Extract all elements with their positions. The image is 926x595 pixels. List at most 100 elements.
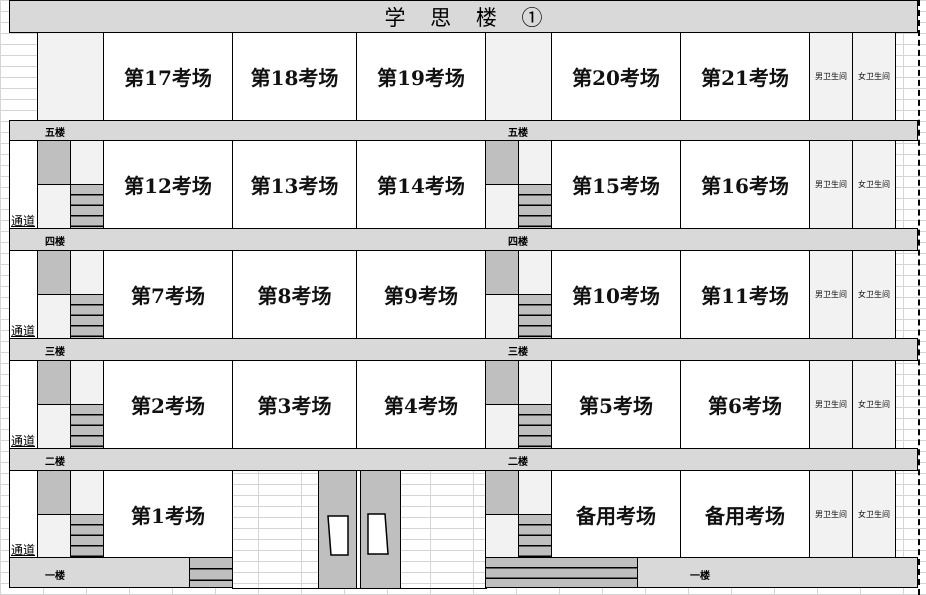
female-restroom: 女卫生间 — [852, 250, 896, 339]
stair-upper-right — [518, 140, 552, 185]
entrance-floor-line — [232, 588, 487, 589]
stair-lower-right — [485, 404, 519, 449]
stair-landing-right — [485, 140, 519, 185]
stair-landing-right — [485, 470, 519, 515]
male-restroom: 男卫生间 — [809, 32, 853, 121]
stair-lower-right — [485, 294, 519, 339]
spare-exam-room-2[interactable]: 备用考场 — [680, 470, 810, 558]
stair-upper — [70, 360, 104, 405]
male-restroom: 男卫生间 — [809, 140, 853, 229]
exam-room-15[interactable]: 第15考场 — [551, 140, 681, 229]
floor-label-4-right: 四楼 — [508, 237, 528, 248]
floor-label-1-left: 一楼 — [45, 571, 65, 582]
exam-room-21[interactable]: 第21考场 — [680, 32, 810, 121]
exam-room-13[interactable]: 第13考场 — [232, 140, 357, 229]
floor-label-5-left: 五楼 — [45, 128, 65, 139]
ground-floor-bar-left — [9, 557, 190, 588]
stair-landing — [37, 250, 71, 295]
stair-lower — [37, 514, 71, 558]
stair-landing — [37, 360, 71, 405]
passage-label: 通道 — [11, 543, 36, 557]
entrance-door-right[interactable] — [360, 470, 401, 589]
passage-label: 通道 — [11, 324, 36, 338]
stair-lower — [37, 294, 71, 339]
exam-room-11[interactable]: 第11考场 — [680, 250, 810, 339]
passage-label: 通道 — [11, 214, 36, 228]
male-restroom: 男卫生间 — [809, 470, 853, 558]
stair-upper-right — [518, 470, 552, 515]
stair-landing — [37, 470, 71, 515]
exam-room-5[interactable]: 第5考场 — [551, 360, 681, 449]
passage-cell — [9, 140, 38, 229]
female-restroom: 女卫生间 — [852, 360, 896, 449]
stair-landing-right — [485, 360, 519, 405]
door-window-icon — [367, 513, 389, 555]
exam-room-8[interactable]: 第8考场 — [232, 250, 357, 339]
entrance-left-wall — [232, 470, 233, 558]
floor-label-3-left: 三楼 — [45, 347, 65, 358]
stair-lower — [37, 184, 71, 229]
stair-upper-right — [518, 250, 552, 295]
passage-cell — [9, 360, 38, 449]
stair-landing-right — [485, 250, 519, 295]
passage-label: 通道 — [11, 434, 36, 448]
ground-floor-bar-right — [637, 557, 918, 588]
stairs-icon-right — [518, 294, 552, 339]
male-restroom: 男卫生间 — [809, 250, 853, 339]
floor-bar-2 — [9, 448, 918, 471]
stair-lower-right — [485, 184, 519, 229]
stairwell-top-right — [485, 32, 552, 121]
exam-room-2[interactable]: 第2考场 — [103, 360, 233, 449]
stairs-icon — [70, 404, 104, 449]
female-restroom: 女卫生间 — [852, 140, 896, 229]
entrance-door-left[interactable] — [318, 470, 359, 589]
ground-stairs-right — [485, 557, 638, 588]
exam-room-14[interactable]: 第14考场 — [356, 140, 486, 229]
exam-room-17[interactable]: 第17考场 — [103, 32, 233, 121]
female-restroom: 女卫生间 — [852, 32, 896, 121]
female-restroom: 女卫生间 — [852, 470, 896, 558]
floor-label-2-right: 二楼 — [508, 457, 528, 468]
stairs-icon-right — [518, 404, 552, 449]
exam-room-19[interactable]: 第19考场 — [356, 32, 486, 121]
exam-room-4[interactable]: 第4考场 — [356, 360, 486, 449]
building-title-text: 学 思 楼 ① — [384, 5, 543, 30]
floor-bar-4 — [9, 228, 918, 251]
stair-lower-right — [485, 514, 519, 558]
exam-room-12[interactable]: 第12考场 — [103, 140, 233, 229]
ground-stairs-left — [189, 557, 233, 588]
stair-landing — [37, 140, 71, 185]
exam-room-16[interactable]: 第16考场 — [680, 140, 810, 229]
stairs-icon-right — [518, 184, 552, 229]
stair-upper — [70, 140, 104, 185]
stair-upper — [70, 470, 104, 515]
stairs-icon — [70, 294, 104, 339]
floor-bar-5 — [9, 120, 918, 141]
exam-room-3[interactable]: 第3考场 — [232, 360, 357, 449]
building-title: 学 思 楼 ① — [9, 0, 918, 33]
male-restroom: 男卫生间 — [809, 360, 853, 449]
stairs-icon — [70, 184, 104, 229]
floor-bar-3 — [9, 338, 918, 361]
exam-room-7[interactable]: 第7考场 — [103, 250, 233, 339]
floor-label-3-right: 三楼 — [508, 347, 528, 358]
page-break-line — [918, 0, 920, 595]
stair-upper-right — [518, 360, 552, 405]
spare-exam-room-1[interactable]: 备用考场 — [551, 470, 681, 558]
floor-label-5-right: 五楼 — [508, 128, 528, 139]
stairwell-top — [37, 32, 104, 121]
exam-room-9[interactable]: 第9考场 — [356, 250, 486, 339]
exam-room-1[interactable]: 第1考场 — [103, 470, 233, 558]
floor-label-1-right: 一楼 — [690, 571, 710, 582]
exam-room-6[interactable]: 第6考场 — [680, 360, 810, 449]
exam-room-20[interactable]: 第20考场 — [551, 32, 681, 121]
stairs-icon-right — [518, 514, 552, 558]
floor-label-2-left: 二楼 — [45, 457, 65, 468]
exam-room-18[interactable]: 第18考场 — [232, 32, 357, 121]
stairs-icon — [70, 514, 104, 558]
exam-room-10[interactable]: 第10考场 — [551, 250, 681, 339]
door-window-icon — [327, 515, 349, 556]
stair-upper — [70, 250, 104, 295]
stair-lower — [37, 404, 71, 449]
floor-label-4-left: 四楼 — [45, 237, 65, 248]
